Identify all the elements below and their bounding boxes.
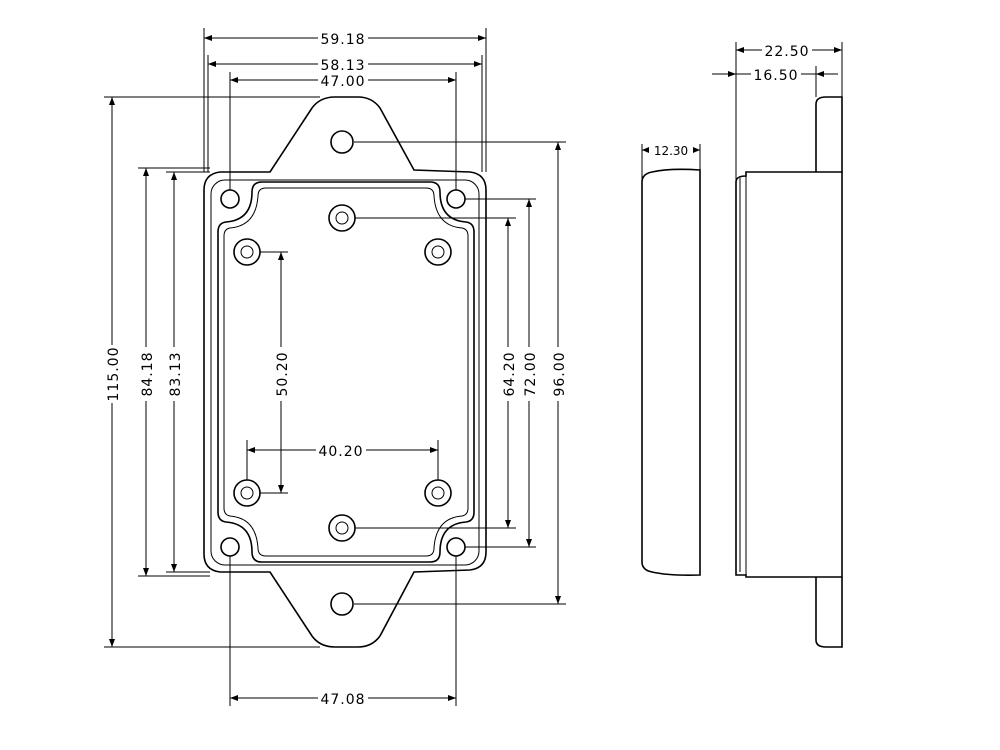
boss-upper-right [424,238,452,266]
dim-top-inner-width: 58.13 [320,58,365,74]
lid-outline [641,168,701,576]
dim-base-depth: 16.50 [753,68,798,84]
boss-bottom-center [328,514,356,542]
boss-top-center [328,204,356,232]
dim-overall-depth: 22.50 [764,44,809,60]
enclosure-cavity [217,181,475,563]
dim-inner-boss-spacing: 64.20 [502,351,518,396]
dim-corner-hole-spacing: 72.00 [523,351,539,396]
flange-hole-top [330,130,354,154]
front-dimensions: 59.18 58.13 47.00 47.08 115.00 [103,28,568,708]
enclosure-cavity-inner [223,187,469,557]
corner-hole-br [446,537,466,557]
corner-hole-tr [446,189,466,209]
boss-lower-left [233,479,261,507]
dim-body-height-outer: 84.18 [140,351,156,396]
dim-boss-spacing-horizontal: 40.20 [318,444,363,460]
front-view [203,96,487,648]
base-side-view: 22.50 16.50 [712,41,843,648]
dim-body-height-inner: 83.13 [168,351,184,396]
enclosure-rim [210,179,480,566]
dim-lid-thickness: 12.30 [654,144,688,158]
dim-flange-hole-spacing: 96.00 [552,351,568,396]
boss-lower-right [424,479,452,507]
enclosure-outline [203,96,487,648]
dim-boss-spacing-vertical: 50.20 [275,351,291,396]
flange-hole-bottom [330,592,354,616]
base-flange-bottom [815,577,843,648]
dim-bottom-hole-spacing: 47.08 [320,692,365,708]
dim-overall-height: 115.00 [106,347,122,402]
corner-hole-tl [220,189,240,209]
base-flange-top [815,96,843,172]
dim-top-hole-spacing: 47.00 [320,74,365,90]
base-body-outline [735,171,843,578]
corner-hole-bl [220,537,240,557]
lid-side-view: 12.30 [641,142,701,576]
boss-upper-left [233,238,261,266]
dim-top-outer-width: 59.18 [320,32,365,48]
